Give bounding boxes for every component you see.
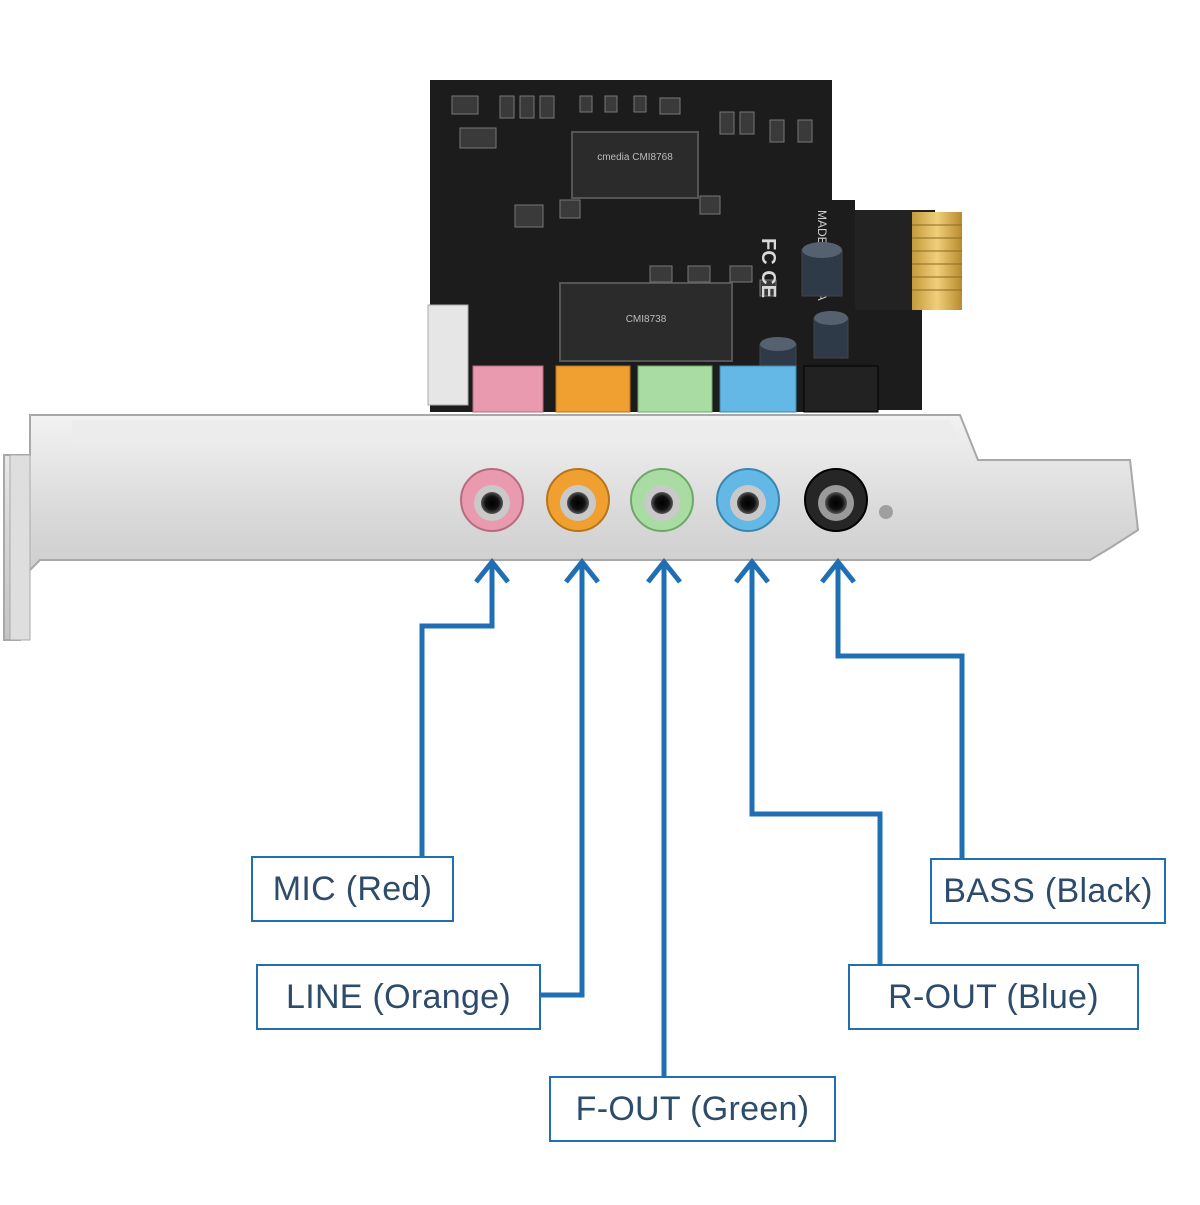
port-block-mic <box>472 365 544 413</box>
white-header <box>427 304 469 406</box>
jack-bass <box>804 468 868 532</box>
jack-line <box>546 468 610 532</box>
callout-fout: F-OUT (Green) <box>549 1076 836 1142</box>
chip-main-label: CMI8738 <box>626 314 667 325</box>
leader-line-mic <box>419 564 495 856</box>
leader-line-line <box>541 564 585 998</box>
port-block-fout <box>637 365 713 413</box>
port-block-bass <box>803 365 879 413</box>
callout-rout: R-OUT (Blue) <box>848 964 1139 1030</box>
callout-bass: BASS (Black) <box>930 858 1166 924</box>
jack-fout <box>630 468 694 532</box>
jack-mic <box>460 468 524 532</box>
leader-line-rout <box>749 564 883 964</box>
chip-top <box>571 131 699 199</box>
chip-top-label: cmedia CMI8768 <box>597 152 673 163</box>
leader-lines <box>419 557 965 1076</box>
audio-jacks <box>460 468 893 532</box>
arrow-line-icon <box>564 557 600 584</box>
arrow-rout-icon <box>734 557 770 584</box>
bracket-screw-hole <box>879 505 893 519</box>
arrow-mic-icon <box>474 557 510 584</box>
port-blocks <box>472 365 879 413</box>
pcb-board: cmedia CMI8768 CMI8738 MADE IN CHINA FC … <box>427 80 962 412</box>
chip-main <box>559 282 733 362</box>
pcie-edge-connector <box>912 212 962 310</box>
port-block-rout <box>719 365 797 413</box>
port-block-line <box>555 365 631 413</box>
jack-rout <box>716 468 780 532</box>
arrow-fout-icon <box>646 557 682 584</box>
callout-line: LINE (Orange) <box>256 964 541 1030</box>
leader-line-bass <box>835 564 965 858</box>
arrow-bass-icon <box>820 557 856 584</box>
fcc-label: FC CE <box>757 238 779 298</box>
callout-mic: MIC (Red) <box>251 856 454 922</box>
